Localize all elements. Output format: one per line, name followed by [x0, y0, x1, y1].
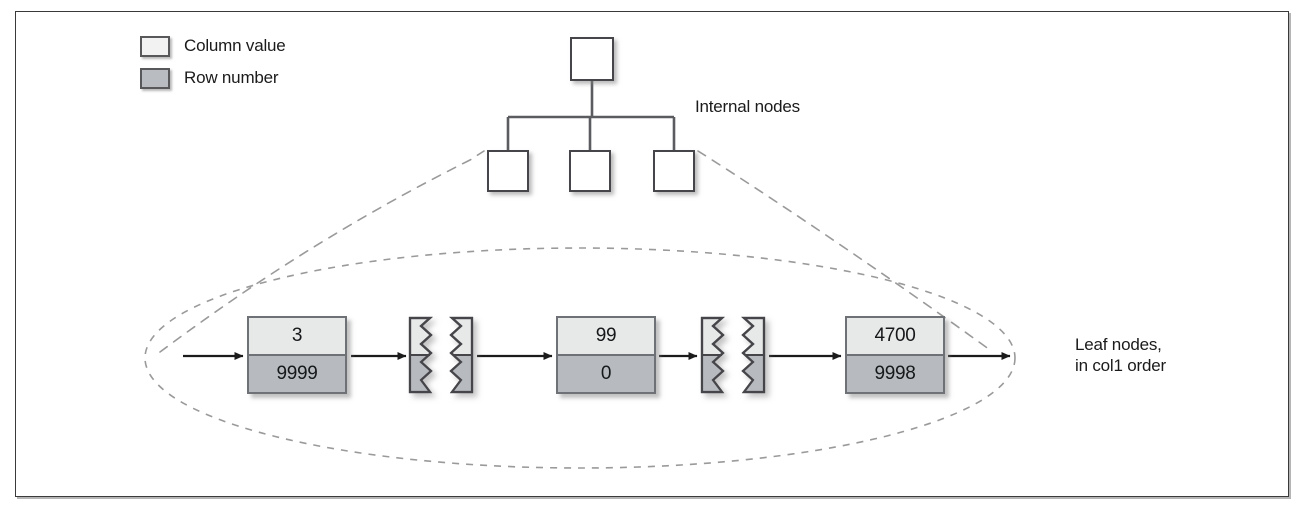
leaf-nodes-label-line1: Leaf nodes, — [1075, 335, 1162, 354]
legend: Column value Row number — [140, 30, 286, 94]
legend-item-row-number: Row number — [140, 62, 286, 94]
row-number-swatch — [140, 67, 170, 89]
leaf-nodes-label-line2: in col1 order — [1075, 356, 1166, 375]
leaf-node-3-column-value: 4700 — [847, 318, 943, 356]
leaf-node-2-column-value: 99 — [558, 318, 654, 356]
internal-nodes-boundary — [159, 150, 991, 353]
leaf-node-2-row-number: 0 — [558, 356, 654, 392]
legend-label-column-value: Column value — [184, 36, 286, 55]
tree-connectors — [506, 81, 676, 150]
legend-item-column-value: Column value — [140, 30, 286, 62]
leaf-nodes-boundary — [144, 247, 1016, 469]
leaf-node-2: 99 0 — [556, 316, 656, 394]
tree-child-node-1 — [487, 150, 529, 192]
leaf-node-1-row-number: 9999 — [249, 356, 345, 392]
tree-child-node-3 — [653, 150, 695, 192]
break-symbol-1 — [408, 316, 474, 394]
leaf-nodes-label: Leaf nodes, in col1 order — [1075, 334, 1166, 376]
leaf-node-3-row-number: 9998 — [847, 356, 943, 392]
column-value-swatch — [140, 35, 170, 57]
legend-label-row-number: Row number — [184, 68, 279, 87]
figure-border — [15, 11, 1289, 497]
break-symbol-2 — [700, 316, 766, 394]
tree-child-node-2 — [569, 150, 611, 192]
leaf-node-3: 4700 9998 — [845, 316, 945, 394]
internal-nodes-label: Internal nodes — [695, 97, 800, 116]
leaf-node-1: 3 9999 — [247, 316, 347, 394]
tree-root-node — [570, 37, 614, 81]
leaf-node-1-column-value: 3 — [249, 318, 345, 356]
